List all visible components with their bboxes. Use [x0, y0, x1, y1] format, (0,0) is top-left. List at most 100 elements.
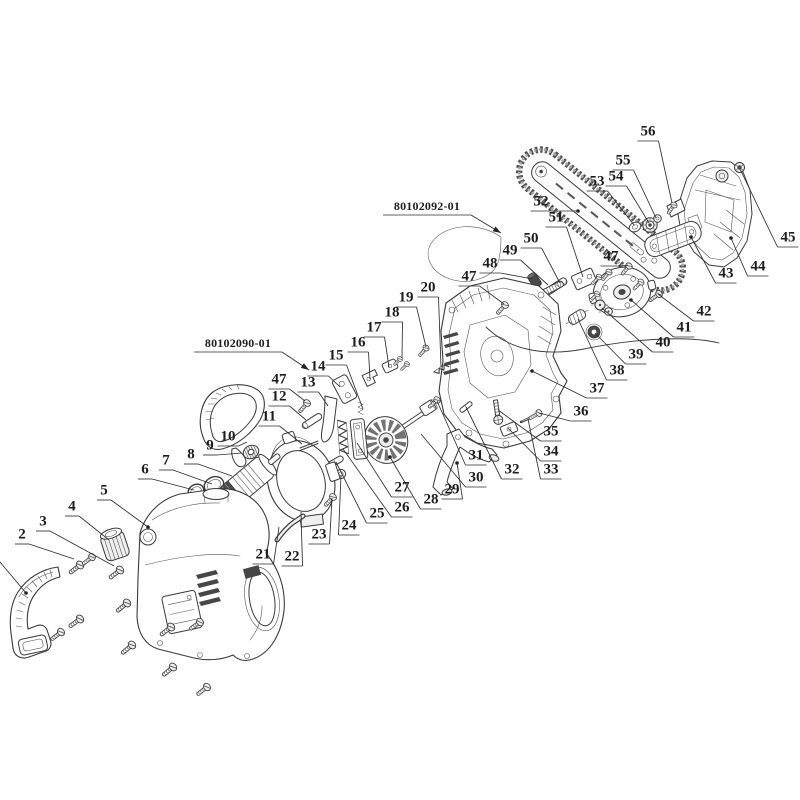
leader-line: [594, 332, 626, 365]
part-label-39: 39: [594, 332, 647, 365]
leader-line: [401, 321, 403, 359]
svg-text:38: 38: [610, 362, 625, 378]
leader-line: [577, 318, 607, 381]
svg-text:19: 19: [399, 289, 414, 305]
part-chain-catcher-wire: [274, 513, 306, 543]
leader-line: [172, 469, 213, 485]
part-pump-spring: [555, 278, 567, 288]
part-label-43: 43: [689, 235, 737, 284]
part-label-50: 50: [520, 230, 561, 284]
leader-line: [273, 526, 280, 565]
leader-line: [338, 474, 342, 536]
part-label-52: 52: [530, 193, 580, 213]
leader-line: [318, 391, 329, 407]
part-top-handle: [199, 384, 265, 450]
part-label-56: 56: [637, 123, 673, 204]
svg-text:14: 14: [311, 358, 327, 374]
part-washer: [628, 221, 642, 233]
leader-line: [657, 293, 694, 322]
part-label-7: 7: [159, 452, 213, 485]
svg-text:26: 26: [395, 499, 411, 515]
svg-text:3: 3: [39, 513, 47, 529]
svg-text:56: 56: [641, 123, 657, 139]
part-label-49: 49: [499, 242, 549, 286]
leader-line: [289, 388, 306, 402]
svg-text:34: 34: [544, 443, 560, 459]
svg-text:80102092-01: 80102092-01: [394, 199, 460, 213]
part-worm-gear: [565, 309, 589, 326]
svg-text:16: 16: [351, 334, 367, 350]
part-return-spring: [432, 362, 450, 375]
leader-line: [527, 418, 541, 480]
part-label-35: 35: [497, 409, 562, 442]
part-grip-knob: [99, 527, 130, 562]
leader-line: [607, 190, 635, 226]
svg-text:45: 45: [781, 229, 796, 245]
svg-text:40: 40: [656, 334, 671, 350]
leader-dot: [388, 455, 392, 459]
leader-line: [436, 400, 466, 466]
svg-text:10: 10: [221, 428, 236, 444]
part-front-handle: [9, 566, 61, 659]
part-label-9: 9: [203, 437, 243, 456]
leader-line: [690, 236, 716, 284]
leader-line: [479, 285, 505, 305]
leader-line: [78, 515, 110, 541]
svg-text:31: 31: [469, 447, 484, 463]
part-coil-spring: [337, 419, 349, 455]
svg-text:47: 47: [462, 268, 478, 284]
svg-text:52: 52: [534, 193, 549, 209]
part-label-45: 45: [739, 168, 799, 248]
edge-leader: [0, 561, 28, 595]
leader-line: [197, 463, 233, 477]
svg-text:55: 55: [616, 152, 631, 168]
part-label-16: 16: [347, 334, 371, 380]
leader-line: [531, 370, 587, 399]
svg-text:51: 51: [549, 209, 564, 225]
svg-text:41: 41: [677, 319, 692, 335]
svg-text:28: 28: [424, 491, 439, 507]
part-saw-chain: [515, 146, 687, 294]
leader-dot: [729, 236, 733, 240]
part-label-38: 38: [577, 318, 628, 381]
svg-text:47: 47: [272, 371, 288, 387]
part-label-8: 8: [184, 446, 233, 477]
leader-line: [420, 433, 466, 488]
svg-text:4: 4: [68, 498, 76, 514]
leader-line: [49, 530, 115, 567]
part-label-20: 20: [417, 279, 442, 368]
leader-line: [566, 226, 584, 278]
assembly-label-80102092-01: 80102092-01: [383, 199, 502, 234]
part-label-11: 11: [258, 408, 303, 445]
leader-line: [368, 351, 371, 380]
part-label-42: 42: [657, 293, 715, 322]
part-bumper-spike: [644, 220, 702, 258]
part-label-2: 2: [15, 526, 75, 560]
svg-text:25: 25: [370, 505, 385, 521]
part-label-47: 47: [600, 248, 629, 267]
part-label-30: 30: [420, 433, 487, 488]
svg-text:32: 32: [505, 461, 520, 477]
part-brake-ring: [266, 430, 341, 528]
part-label-47: 47: [268, 371, 306, 402]
svg-text:22: 22: [285, 548, 300, 564]
part-label-12: 12: [268, 388, 307, 421]
part-label-37: 37: [530, 369, 608, 399]
leader-line: [335, 461, 367, 524]
part-guide-bar: [531, 161, 671, 279]
part-label-24: 24: [338, 474, 360, 536]
part-tensioner-nut: [734, 162, 745, 173]
leader-line: [110, 499, 149, 528]
svg-text:5: 5: [100, 482, 108, 498]
leader-line: [507, 427, 541, 462]
leader-line: [289, 405, 307, 421]
svg-text:33: 33: [544, 461, 559, 477]
part-label-33: 33: [527, 418, 562, 480]
leader-dot: [530, 369, 534, 373]
svg-text:54: 54: [609, 168, 625, 184]
assembly-label-80102090-01: 80102090-01: [194, 336, 310, 371]
leader-line: [497, 409, 541, 442]
part-label-5: 5: [97, 482, 150, 529]
leader-line: [346, 364, 364, 410]
